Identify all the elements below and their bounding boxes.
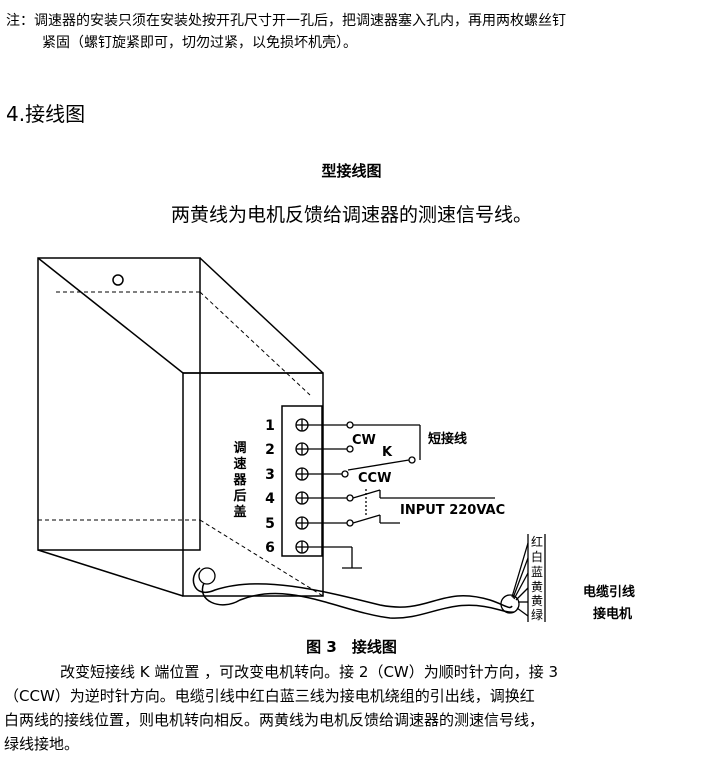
cw-label: CW	[352, 433, 376, 448]
paragraph-line-1: 改变短接线 K 端位置 ，可改变电机转向。接 2（CW）为顺时针方向，接 3	[60, 663, 559, 681]
terminal-screw-icon	[295, 491, 309, 505]
note-line-2: 紧固（螺钉旋紧即可，切勿过紧，以免损坏机壳）。	[42, 35, 357, 51]
section-heading: 4.接线图	[6, 102, 86, 126]
terminal-number-2: 2	[265, 442, 275, 458]
explanation-paragraph: 改变短接线 K 端位置 ，可改变电机转向。接 2（CW）为顺时针方向，接 3 （…	[4, 660, 698, 756]
rear-cover-char-2: 速	[233, 456, 246, 472]
back-panel	[37, 257, 201, 551]
short-wire-label: 短接线	[428, 431, 467, 447]
wire-color-yellow-1: 黄	[531, 580, 543, 594]
terminal-screw-icon	[295, 467, 309, 481]
terminal-number-5: 5	[265, 516, 275, 532]
figure-caption: 图 3 接线图	[306, 638, 397, 656]
terminal-screw-icon	[295, 540, 309, 554]
rear-cover-char-5: 盖	[233, 504, 246, 520]
note-line-1: 注：调速器的安装只须在安装处按开孔尺寸开一孔后，把调速器塞入孔内，再用两枚螺丝钉	[6, 13, 566, 29]
terminal-block	[281, 405, 323, 557]
cable-label-line-2: 接电机	[593, 606, 632, 622]
terminal-screw-icon	[295, 418, 309, 432]
wire-color-blue: 蓝	[531, 565, 543, 579]
terminal-number-6: 6	[265, 540, 275, 556]
rear-cover-char-1: 调	[233, 441, 246, 456]
wire-color-white: 白	[531, 549, 543, 564]
terminal-number-4: 4	[265, 491, 275, 507]
mounting-hole-icon	[112, 274, 124, 286]
figure-title: 型接线图	[321, 162, 382, 180]
cable-label-line-1: 电缆引线	[583, 584, 635, 600]
paragraph-line-4: 绿线接地。	[4, 735, 80, 753]
installation-note: 注：调速器的安装只须在安装处按开孔尺寸开一孔后，把调速器塞入孔内，再用两枚螺丝钉…	[6, 10, 696, 54]
terminal-screw-icon	[295, 516, 309, 530]
k-label: K	[382, 445, 393, 460]
terminal-number-3: 3	[265, 467, 275, 483]
figure-subtitle: 两黄线为电机反馈给调速器的测速信号线。	[170, 204, 532, 226]
input-voltage-label: INPUT 220VAC	[400, 503, 505, 518]
paragraph-line-2: （CCW）为逆时针方向。电缆引线中红白蓝三线为接电机绕组的引出线，调换红	[4, 687, 535, 705]
wire-color-yellow-2: 黄	[531, 594, 543, 608]
terminal-screw-icon	[295, 442, 309, 456]
rear-cover-char-3: 器	[232, 473, 247, 488]
ccw-label: CCW	[358, 471, 391, 486]
terminal-number-1: 1	[265, 418, 275, 434]
paragraph-line-3: 白两线的接线位置，则电机转向相反。两黄线为电机反馈给调速器的测速信号线，	[4, 711, 545, 729]
wire-color-red: 红	[531, 534, 543, 549]
rear-cover-char-4: 后	[233, 488, 246, 504]
wire-color-green: 绿	[531, 607, 543, 622]
